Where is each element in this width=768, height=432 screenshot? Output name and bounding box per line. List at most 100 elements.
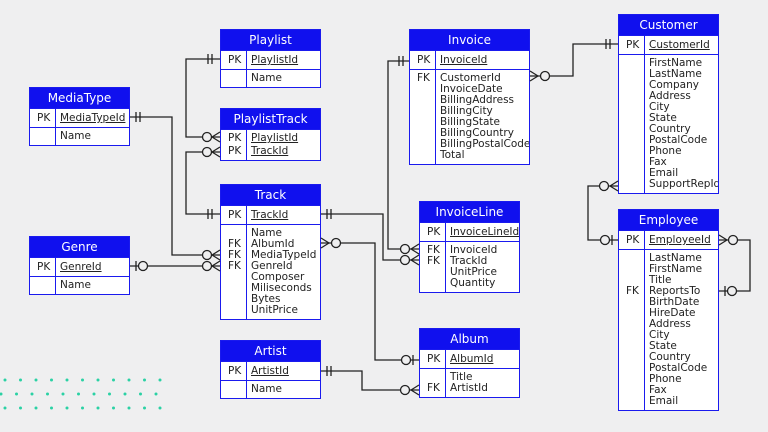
- field-name: BillingPostalCode: [440, 138, 529, 150]
- entity-title: PlaylistTrack: [221, 109, 320, 130]
- field-name: PostalCode: [649, 134, 708, 146]
- field-name: Name: [60, 279, 91, 291]
- field-list: Name: [221, 70, 320, 87]
- pk-field: ArtistId: [251, 365, 289, 377]
- key-column: [221, 70, 247, 87]
- key-label: FK: [427, 382, 440, 394]
- field-name: Total: [440, 149, 465, 161]
- field-name: ReportsTo: [649, 285, 701, 297]
- field-name: HireDate: [649, 307, 696, 319]
- pk-row: PK PlaylistId: [221, 51, 320, 70]
- pk-field: MediaTypeId: [60, 112, 126, 124]
- pk-field: EmployeeId: [649, 234, 711, 246]
- decorative-dot: [112, 406, 115, 410]
- pk-row: PK InvoiceLineId: [420, 223, 519, 242]
- pk-row: PK CustomerId: [619, 36, 718, 55]
- pk-field: InvoiceLineId: [450, 226, 519, 238]
- pk-field: CustomerId: [649, 39, 710, 51]
- key-label: PK: [420, 350, 446, 368]
- entity-title: Album: [420, 329, 519, 350]
- key-label: FK: [427, 255, 440, 267]
- field-column: Name: [56, 128, 129, 145]
- field-name: SupportRepId: [649, 178, 718, 190]
- field-name: MediaTypeId: [251, 249, 317, 261]
- field-name: FirstName: [649, 57, 703, 69]
- decorative-dot: [19, 378, 22, 382]
- pk-field: TrackId: [251, 209, 289, 221]
- field-name: State: [649, 112, 677, 124]
- key-label: FK: [626, 285, 639, 297]
- pk-row: PK GenreId: [30, 258, 129, 277]
- decorative-dot: [65, 406, 69, 410]
- field-list: Name: [221, 381, 320, 398]
- key-label: PK: [228, 145, 242, 157]
- entity-genre[interactable]: Genre PK GenreId Name: [29, 236, 130, 295]
- decorative-dot: [127, 378, 131, 382]
- decorative-dot: [127, 406, 131, 410]
- decorative-dot: [50, 406, 53, 410]
- field-name: CustomerId: [440, 72, 501, 84]
- field-name: ArtistId: [450, 382, 488, 394]
- key-label: PK: [221, 206, 247, 224]
- pk-row: PK ArtistId: [221, 362, 320, 381]
- connector-employee-customer: [587, 180, 619, 246]
- entity-title: Playlist: [221, 30, 320, 51]
- key-label: PK: [221, 51, 247, 69]
- entity-playlisttrack[interactable]: PlaylistTrack PK PK PlaylistId TrackId: [220, 108, 321, 161]
- field-name: BillingCountry: [440, 127, 514, 139]
- decorative-dot: [46, 392, 49, 396]
- connector-track-invoiceline: [321, 209, 420, 266]
- pk-field: PlaylistId: [251, 132, 299, 144]
- field-name: Phone: [649, 373, 682, 385]
- field-name: GenreId: [251, 260, 293, 272]
- field-name: LastName: [649, 252, 702, 264]
- key-label: PK: [619, 231, 645, 249]
- entity-title: Artist: [221, 341, 320, 362]
- connector-track-playlisttrack: [185, 146, 221, 219]
- pk-row: PK TrackId: [221, 206, 320, 225]
- key-column: FK: [420, 369, 446, 397]
- decorative-dot: [81, 378, 84, 382]
- entity-title: Invoice: [410, 30, 529, 51]
- entity-title: Customer: [619, 15, 718, 36]
- key-label: PK: [420, 223, 446, 241]
- pk-row: PK MediaTypeId: [30, 109, 129, 128]
- key-label: PK: [221, 362, 247, 380]
- field-name: FirstName: [649, 263, 703, 275]
- field-name: LastName: [649, 68, 702, 80]
- field-name: TrackId: [450, 255, 488, 267]
- decorative-dot: [143, 378, 146, 382]
- connector-playlist-playlisttrack: [185, 54, 221, 143]
- decorative-dot: [30, 392, 34, 396]
- entity-artist[interactable]: Artist PK ArtistId Name: [220, 340, 321, 399]
- pk-field: GenreId: [60, 261, 102, 273]
- field-name: Name: [251, 383, 282, 395]
- connector-invoice-invoiceline: [387, 56, 420, 255]
- field-name: Fax: [649, 156, 667, 168]
- entity-playlist[interactable]: Playlist PK PlaylistId Name: [220, 29, 321, 88]
- key-label: FK: [228, 260, 241, 272]
- key-label: FK: [228, 238, 241, 250]
- field-name: State: [649, 340, 677, 352]
- field-name: Company: [649, 79, 699, 91]
- key-label: FK: [427, 244, 440, 256]
- decorative-dot: [3, 406, 7, 410]
- field-list: Name: [30, 128, 129, 145]
- field-name: Title: [649, 274, 672, 286]
- key-column: FK: [619, 250, 645, 410]
- entity-mediatype[interactable]: MediaType PK MediaTypeId Name: [29, 87, 130, 146]
